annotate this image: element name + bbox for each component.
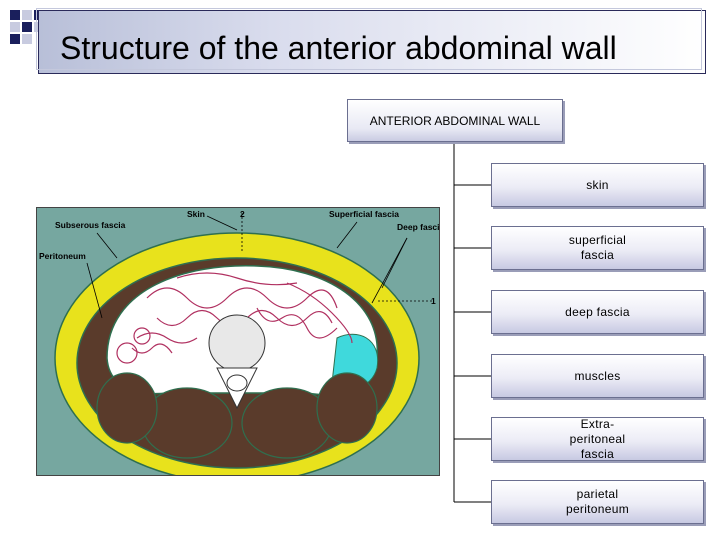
layer-node-parietal-peritoneum: parietal peritoneum	[491, 480, 704, 524]
page-title: Structure of the anterior abdominal wall	[60, 30, 617, 66]
figure-label-skin: Skin	[187, 209, 205, 219]
abdominal-cross-section-figure: Skin 2 Superficial fascia Subserous fasc…	[36, 207, 440, 476]
figure-label-marker-1: 1	[431, 296, 436, 306]
layer-label: deep fascia	[565, 304, 630, 319]
figure-label-peritoneum: Peritoneum	[39, 251, 86, 261]
layer-node-skin: skin	[491, 163, 704, 207]
cross-section-illustration: Skin 2 Superficial fascia Subserous fasc…	[39, 209, 439, 475]
root-node-anterior-abdominal-wall: ANTERIOR ABDOMINAL WALL	[347, 99, 563, 142]
layer-node-muscles: muscles	[491, 354, 704, 398]
figure-label-subserous-fascia: Subserous fascia	[55, 220, 126, 230]
layer-label: superficial fascia	[568, 233, 627, 262]
figure-label-superficial-fascia: Superficial fascia	[329, 209, 399, 219]
root-node-label: ANTERIOR ABDOMINAL WALL	[369, 113, 541, 128]
layer-label: Extra-peritoneal fascia	[569, 416, 626, 461]
title-banner	[36, 8, 706, 74]
layer-node-deep-fascia: deep fascia	[491, 290, 704, 334]
layer-node-superficial-fascia: superficial fascia	[491, 226, 704, 270]
layer-label: muscles	[574, 368, 621, 383]
layer-node-extraperitoneal-fascia: Extra-peritoneal fascia	[491, 417, 704, 461]
figure-label-marker-2: 2	[240, 209, 245, 219]
layer-label: parietal peritoneum	[565, 487, 630, 516]
layer-label: skin	[586, 177, 609, 192]
figure-label-deep-fascia: Deep fascia	[397, 222, 439, 232]
